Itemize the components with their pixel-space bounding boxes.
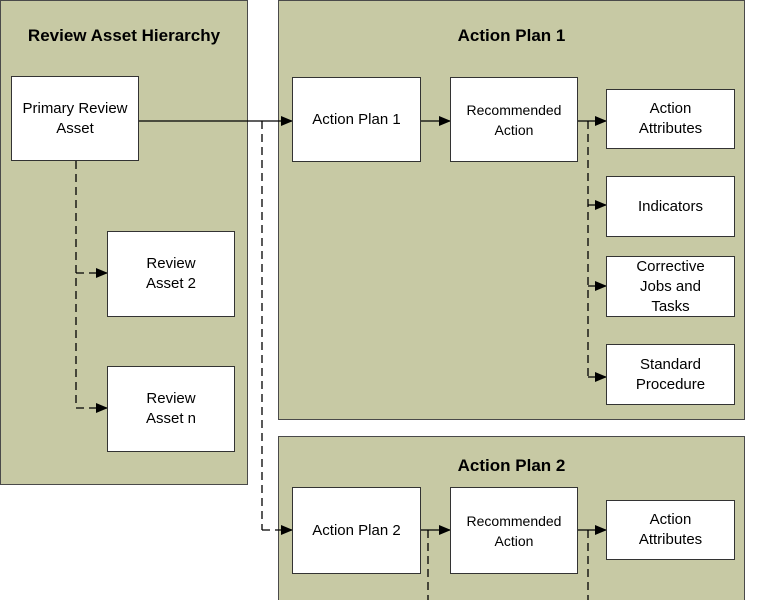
panel-title-action-plan-2: Action Plan 2	[457, 456, 566, 475]
node-indicators[interactable]: Indicators	[606, 176, 735, 237]
node-label: Standard Procedure	[635, 355, 706, 393]
node-standard-procedure[interactable]: Standard Procedure	[606, 344, 735, 405]
node-action-plan-1[interactable]: Action Plan 1	[292, 77, 421, 162]
node-label: Indicators	[637, 197, 704, 215]
node-review-asset-2[interactable]: Review Asset 2	[107, 231, 235, 317]
node-label: Action Plan 1	[312, 110, 401, 128]
node-review-asset-n[interactable]: Review Asset n	[107, 366, 235, 452]
node-primary-review-asset[interactable]: Primary Review Asset	[11, 76, 139, 161]
node-recommended-action-1[interactable]: Recommended Action	[450, 77, 578, 162]
node-label: Action Attributes	[638, 100, 703, 137]
node-label: Action Plan 2	[312, 521, 401, 539]
node-action-attributes-2[interactable]: Action Attributes	[606, 500, 735, 560]
node-recommended-action-2[interactable]: Recommended Action	[450, 487, 578, 574]
node-label: Review Asset n	[145, 390, 197, 427]
node-label: Recommended Action	[466, 101, 562, 138]
node-label: Primary Review Asset	[22, 99, 128, 137]
node-label: Corrective Jobs and Tasks	[636, 257, 705, 315]
node-label: Action Attributes	[638, 511, 703, 548]
panel-title-review-asset-hierarchy: Review Asset Hierarchy	[27, 26, 221, 45]
node-label: Review Asset 2	[145, 255, 197, 292]
node-label: Recommended Action	[466, 512, 562, 549]
node-corrective-jobs-and-tasks[interactable]: Corrective Jobs and Tasks	[606, 256, 735, 317]
node-action-plan-2[interactable]: Action Plan 2	[292, 487, 421, 574]
panel-title-action-plan-1: Action Plan 1	[457, 26, 566, 45]
node-action-attributes-1[interactable]: Action Attributes	[606, 89, 735, 149]
